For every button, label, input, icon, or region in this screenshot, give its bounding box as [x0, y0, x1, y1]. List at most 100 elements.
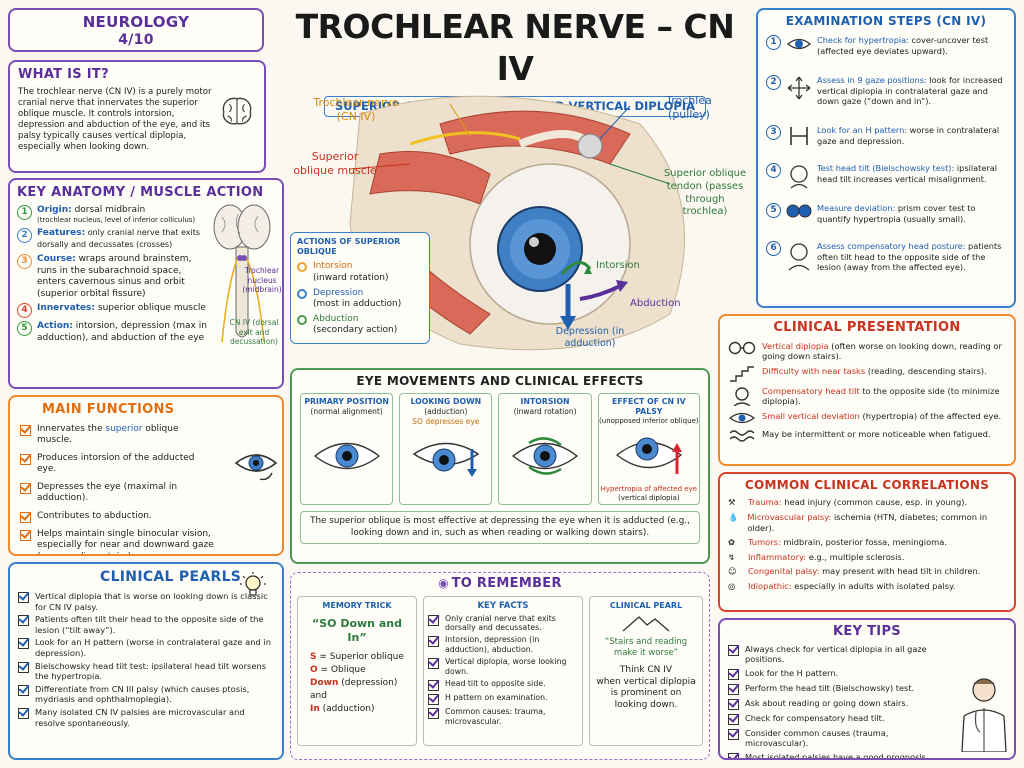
- depression-dot: [297, 288, 307, 299]
- remember-panel: ◉ TO REMEMBER MEMORY TRICK “SO Down and …: [290, 572, 710, 760]
- action-abduction: Abduction(secondary action): [297, 314, 423, 337]
- brain-icon: [222, 97, 252, 125]
- function-item: Produces intorsion of the adducted eye.: [20, 453, 216, 476]
- fact-item: Intorsion, depression (in adduction), ab…: [428, 635, 578, 655]
- correlations-panel: COMMON CLINICAL CORRELATIONS ⚒Trauma: he…: [718, 472, 1016, 612]
- badge-subject: NEUROLOGY: [82, 13, 190, 31]
- exam-step-5: 5 Measure deviation: prism cover test to…: [766, 203, 1006, 233]
- correlation-item: ☺Congenital palsy: may present with head…: [728, 566, 981, 577]
- eye-primary-icon: [313, 442, 380, 469]
- main-title: TROCHLEAR NERVE – CN IV: [295, 7, 735, 89]
- fact-item: Vertical diplopia, worse looking down.: [428, 657, 578, 677]
- anatomy-item-1: 1 Origin: dorsal midbrain(trochlear nucl…: [17, 204, 207, 225]
- trochlea-label: Trochlea (pulley): [666, 94, 712, 122]
- memory-trick: MEMORY TRICK “SO Down and In” S = Superi…: [297, 595, 417, 746]
- correlation-item: ✿Tumors: midbrain, posterior fossa, meni…: [728, 537, 947, 548]
- lightning-icon: ↯: [728, 551, 735, 562]
- eye-icon: [786, 39, 812, 50]
- depression-label: Depression (in adduction): [555, 326, 625, 350]
- tip-item: Look for the H pattern.: [728, 668, 948, 680]
- presentation-item: Small vertical deviation (hypertropia) o…: [728, 411, 1006, 425]
- fact-item: Only cranial nerve that exits dorsally a…: [428, 614, 578, 634]
- bulb-icon: ◉: [438, 576, 449, 590]
- what-is-it-panel: WHAT IS IT? The trochlear nerve (CN IV) …: [8, 60, 266, 173]
- panel-intorsion: INTORSION (inward rotation): [498, 393, 592, 506]
- target-icon: ◎: [728, 581, 736, 592]
- movements-heading: EYE MOVEMENTS AND CLINICAL EFFECTS: [356, 374, 644, 388]
- muscle-label: Superior oblique muscle: [293, 150, 377, 178]
- functions-panel: MAIN FUNCTIONS Innervates the superior o…: [8, 395, 284, 556]
- exam-panel: EXAMINATION STEPS (CN IV) 1 Check for hy…: [756, 8, 1016, 308]
- brain-icon: ✿: [728, 537, 735, 548]
- panel-looking-down: LOOKING DOWN (adduction) SO depresses ey…: [399, 393, 493, 506]
- intorsion-label: Intorsion: [596, 260, 640, 271]
- eye-intorsion-icon: [511, 437, 579, 475]
- drop-icon: 💧: [728, 511, 739, 522]
- anatomy-item-2: 2 Features: only cranial nerve that exit…: [17, 228, 207, 251]
- action-depression: Depression(most in adduction): [297, 288, 423, 311]
- mountain-icon: [622, 615, 670, 632]
- badge-page: 4/10: [118, 32, 154, 49]
- baby-icon: ☺: [728, 566, 737, 577]
- tip-item: Consider common causes (trauma, microvas…: [728, 728, 948, 749]
- exam-step-1: 1 Check for hypertropia: cover-uncover t…: [766, 35, 1006, 67]
- pearl-item: Bielschowsky head tilt test: ipsilateral…: [18, 661, 274, 682]
- panel-primary: PRIMARY POSITION (normal alignment): [300, 393, 394, 506]
- fact-item: Common causes: trauma, microvascular.: [428, 707, 578, 727]
- stairs-icon: [730, 366, 754, 382]
- anatomy-item-4: 4 Innervates: superior oblique muscle: [17, 303, 207, 319]
- exam-heading: EXAMINATION STEPS (CN IV): [785, 14, 987, 28]
- exit-label: CN IV (dorsal exit and decussation): [229, 318, 279, 347]
- tip-item: Most isolated palsies have a good progno…: [728, 752, 948, 758]
- tip-item: Check for compensatory head tilt.: [728, 713, 948, 725]
- presentation-panel: CLINICAL PRESENTATION Vertical diplopia …: [718, 314, 1016, 466]
- correlation-item: ◎Idiopathic: especially in adults with i…: [728, 581, 956, 592]
- pearl-item: Differentiate from CN III palsy (which c…: [18, 684, 274, 705]
- action-intorsion: Intorsion(inward rotation): [297, 261, 423, 284]
- tip-item: Always check for vertical diplopia in al…: [728, 644, 948, 665]
- anatomy-heading: KEY ANATOMY / MUSCLE ACTION: [17, 185, 264, 200]
- key-facts: KEY FACTS Only cranial nerve that exits …: [423, 595, 583, 746]
- intorsion-dot: [297, 262, 307, 273]
- correlation-item: ↯Inflammatory: e.g., multiple sclerosis.: [728, 551, 905, 562]
- panel-palsy: EFFECT OF CN IV PALSY (unopposed inferio…: [597, 393, 700, 506]
- pearl-item: Look for an H pattern (worse in contrala…: [18, 637, 274, 658]
- what-is-it-heading: WHAT IS IT?: [18, 67, 109, 82]
- function-item: Depresses the eye (maximal in adduction)…: [20, 482, 216, 505]
- function-item: Contributes to abduction.: [20, 511, 216, 523]
- nucleus-label: Trochlear nucleus (midbrain): [242, 266, 282, 295]
- pearl-item: Many isolated CN IV palsies are microvas…: [18, 707, 274, 728]
- function-item: Helps maintain single binocular vision, …: [20, 529, 216, 554]
- exam-step-4: 4 Test head tilt (Bielschowsky test): ip…: [766, 163, 1006, 195]
- presentation-item: Vertical diplopia (often worse on lookin…: [728, 341, 1006, 362]
- h-pattern-icon: [790, 127, 808, 146]
- badge: NEUROLOGY 4/10: [8, 8, 264, 52]
- movements-summary: The superior oblique is most effective a…: [300, 511, 700, 544]
- eye-down-icon: [412, 442, 480, 477]
- abduction-label: Abduction: [630, 298, 681, 309]
- functions-heading: MAIN FUNCTIONS: [42, 402, 175, 417]
- function-item: Innervates the superior oblique muscle.: [20, 424, 216, 447]
- hammer-icon: ⚒: [728, 497, 736, 508]
- pearl-item: Vertical diplopia that is worse on looki…: [18, 591, 274, 612]
- correlations-heading: COMMON CLINICAL CORRELATIONS: [744, 478, 990, 492]
- exam-step-6: 6 Assess compensatory head posture: pati…: [766, 241, 1006, 273]
- presentation-heading: CLINICAL PRESENTATION: [773, 320, 961, 335]
- anatomy-item-3: 3 Course: wraps around brainstem, runs i…: [17, 254, 207, 300]
- head-tilt-icon: [790, 165, 808, 189]
- anatomy-panel: KEY ANATOMY / MUSCLE ACTION 1 Origin: do…: [8, 178, 284, 389]
- exam-step-3: 3 Look for an H pattern: worse in contra…: [766, 125, 1006, 155]
- pearl-item: Patients often tilt their head to the op…: [18, 614, 274, 635]
- fact-item: Head tilt to opposite side.: [428, 679, 578, 692]
- correlation-item: ⚒Trauma: head injury (common cause, esp.…: [728, 497, 968, 508]
- tips-heading: KEY TIPS: [833, 624, 901, 639]
- anatomy-item-5: 5 Action: intorsion, depression (max in …: [17, 321, 207, 344]
- what-is-it-text: The trochlear nerve (CN IV) is a purely …: [18, 86, 212, 152]
- gaze-arrows-icon: [787, 76, 811, 100]
- correlation-item: 💧Microvascular palsy: ischemia (HTN, dia…: [728, 511, 988, 533]
- glasses-icon: [728, 341, 756, 354]
- eye-palsy-icon: [615, 437, 682, 475]
- movements-panel: EYE MOVEMENTS AND CLINICAL EFFECTS PRIMA…: [290, 368, 710, 564]
- pearls-heading: CLINICAL PEARLS: [100, 569, 242, 585]
- presentation-item: Compensatory head tilt to the opposite s…: [728, 386, 1006, 407]
